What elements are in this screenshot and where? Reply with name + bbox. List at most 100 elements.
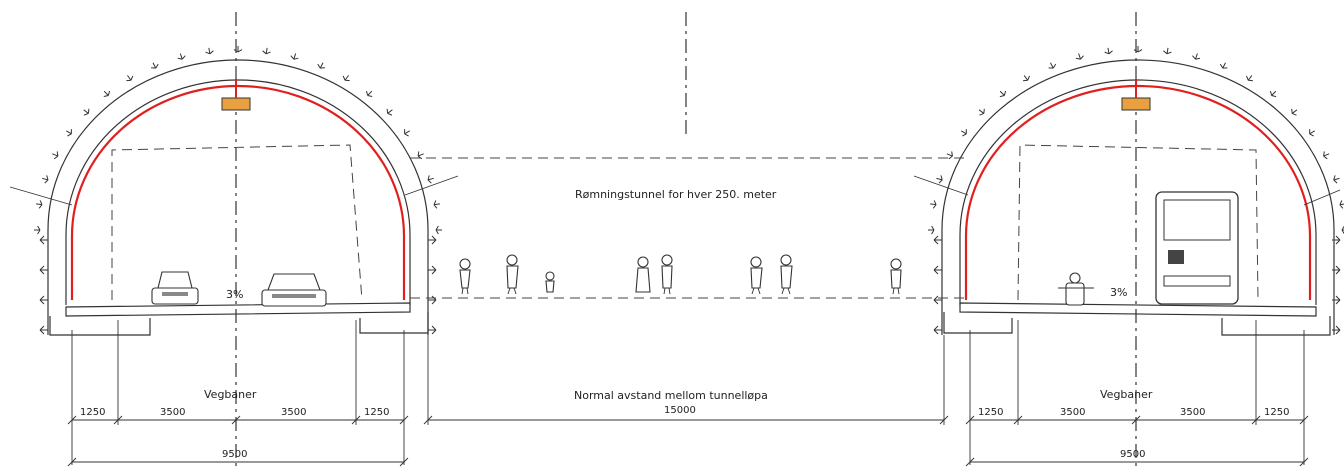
person bbox=[635, 256, 651, 293]
rock-anchor-tick bbox=[928, 225, 935, 235]
person bbox=[545, 271, 555, 293]
rock-anchor-tick bbox=[1332, 325, 1341, 335]
escape-tunnel: Rømningstunnel for hver 250. meter bbox=[410, 157, 966, 299]
rock-anchor-tick bbox=[1075, 53, 1084, 60]
rock-anchor-tick bbox=[933, 295, 942, 305]
left-tunnel-membrane bbox=[70, 84, 406, 300]
right-dim-shoulder-right: 1250 bbox=[1264, 407, 1289, 418]
rock-anchor-tick bbox=[39, 295, 48, 305]
rock-anchor-tick bbox=[1323, 151, 1330, 160]
dimensions-left: Vegbaner 1250 3500 3500 1250 9500 bbox=[67, 320, 409, 467]
rock-anchor-tick bbox=[1192, 53, 1201, 60]
right-tunnel-motorcycle bbox=[1058, 272, 1094, 306]
rock-anchor-tick bbox=[233, 46, 243, 53]
left-tunnel-slope-label: 3% bbox=[226, 288, 243, 301]
rock-anchor-tick bbox=[1104, 47, 1113, 55]
left-lanes-label: Vegbaner bbox=[204, 388, 257, 401]
rock-anchor-tick bbox=[933, 325, 942, 335]
left-tunnel-car-1 bbox=[151, 271, 199, 305]
rock-anchor-tick bbox=[999, 90, 1007, 98]
right-dim-total: 9500 bbox=[1120, 449, 1145, 460]
escape-tunnel-people bbox=[459, 254, 902, 295]
rock-anchor-tick bbox=[34, 225, 41, 235]
right-dim-lane-2: 3500 bbox=[1180, 407, 1205, 418]
rock-anchor-tick bbox=[103, 90, 111, 98]
person bbox=[661, 254, 673, 295]
right-dim-shoulder-left: 1250 bbox=[978, 407, 1003, 418]
rock-anchor-tick bbox=[946, 151, 953, 160]
rock-anchor-tick bbox=[42, 175, 49, 184]
left-tunnel-roadway bbox=[65, 302, 411, 317]
person bbox=[780, 254, 793, 295]
rock-anchor-tick bbox=[1332, 295, 1341, 305]
dimensions-right: Vegbaner 1250 3500 3500 1250 9500 bbox=[965, 320, 1309, 467]
dimensions-middle: Normal avstand mellom tunnelløpa 15000 bbox=[423, 335, 949, 425]
rock-anchor-tick bbox=[933, 265, 942, 275]
rock-anchor-tick bbox=[1332, 235, 1341, 245]
escape-tunnel-outline bbox=[410, 157, 966, 299]
left-dim-lane-1: 3500 bbox=[160, 407, 185, 418]
rock-anchor-tick bbox=[151, 62, 159, 69]
rock-anchor-tick bbox=[428, 265, 437, 275]
person bbox=[506, 254, 519, 295]
rock-anchor-tick bbox=[1309, 129, 1316, 137]
left-tunnel-base bbox=[49, 312, 429, 336]
person bbox=[890, 258, 902, 295]
rock-anchor-tick bbox=[404, 129, 411, 137]
rock-anchor-tick bbox=[317, 62, 325, 69]
left-dim-lane-2: 3500 bbox=[281, 407, 306, 418]
right-tunnel-base bbox=[943, 312, 1331, 336]
rock-anchor-tick bbox=[365, 90, 373, 98]
right-tunnel-clearance-profile bbox=[1017, 144, 1259, 301]
left-dim-total: 9500 bbox=[222, 449, 247, 460]
rock-anchor-tick bbox=[1219, 62, 1228, 69]
rock-anchor-tick bbox=[1291, 108, 1298, 116]
rock-anchor-tick bbox=[39, 325, 48, 335]
rock-anchor-tick bbox=[1023, 75, 1030, 82]
rock-anchor-tick bbox=[1339, 200, 1344, 209]
left-dim-shoulder-right: 1250 bbox=[364, 407, 389, 418]
normal-distance-label: Normal avstand mellom tunnelløpa bbox=[574, 389, 768, 402]
right-tunnel: 3% bbox=[913, 59, 1341, 336]
right-tunnel-outer-profile bbox=[941, 59, 1335, 335]
rock-anchor-tick bbox=[435, 225, 442, 235]
right-tunnel-inner-lining bbox=[959, 79, 1317, 305]
middle-dim-spacing: 15000 bbox=[664, 405, 696, 416]
rock-anchor-tick bbox=[978, 108, 985, 116]
rock-anchor-tick bbox=[936, 175, 943, 184]
person bbox=[459, 258, 471, 295]
right-tunnel-roadway bbox=[959, 302, 1317, 317]
right-tunnel-lamp bbox=[1121, 97, 1151, 111]
left-tunnel-car-2 bbox=[261, 273, 327, 307]
rock-anchor-tick bbox=[1333, 175, 1340, 184]
rock-anchor-tick bbox=[1269, 90, 1277, 98]
rock-anchor-tick bbox=[290, 53, 299, 60]
right-dim-lane-1: 3500 bbox=[1060, 407, 1085, 418]
left-tunnel-clearance-profile bbox=[111, 144, 363, 301]
rock-anchor-tick bbox=[930, 200, 937, 209]
rock-anchor-tick bbox=[427, 175, 434, 184]
left-tunnel-outer-profile bbox=[47, 59, 429, 335]
rock-anchor-tick bbox=[386, 108, 393, 116]
rock-anchor-tick bbox=[39, 235, 48, 245]
rock-anchor-tick bbox=[428, 235, 437, 245]
left-tunnel-lamp bbox=[221, 97, 251, 111]
rock-hatching bbox=[34, 46, 1344, 335]
rock-anchor-tick bbox=[428, 325, 437, 335]
rock-anchor-tick bbox=[960, 129, 967, 137]
rock-anchor-tick bbox=[177, 53, 186, 60]
rock-anchor-tick bbox=[1163, 47, 1172, 55]
rock-anchor-tick bbox=[417, 151, 424, 160]
rock-anchor-tick bbox=[1332, 265, 1341, 275]
rock-anchor-tick bbox=[342, 75, 350, 82]
rock-anchor-tick bbox=[933, 235, 942, 245]
rock-anchor-tick bbox=[1246, 75, 1253, 82]
rock-anchor-tick bbox=[1341, 225, 1344, 235]
rock-anchor-tick bbox=[39, 265, 48, 275]
rock-anchor-tick bbox=[83, 108, 90, 116]
rock-anchor-tick bbox=[428, 295, 437, 305]
rock-anchor-tick bbox=[126, 75, 134, 82]
left-tunnel-inner-lining bbox=[65, 79, 411, 305]
person bbox=[750, 256, 763, 295]
